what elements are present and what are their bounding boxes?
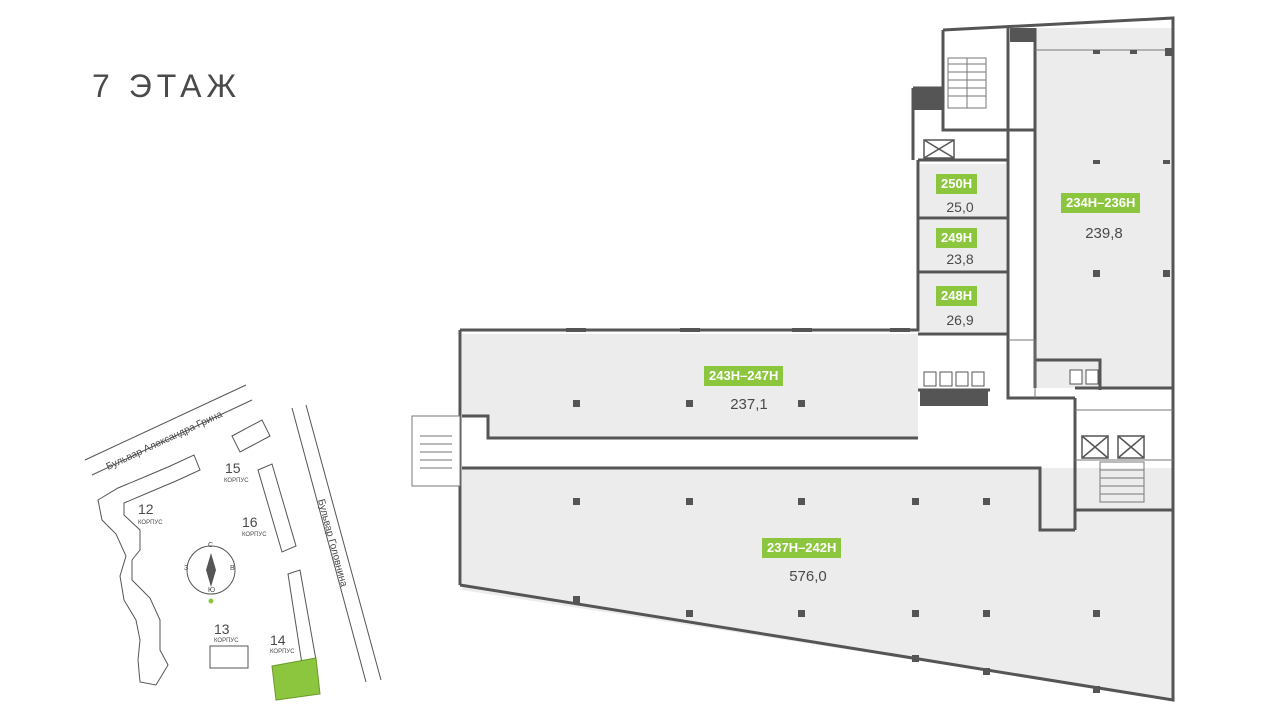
unit-area-237-242[interactable] bbox=[462, 468, 1173, 700]
compass-south: Ю bbox=[208, 587, 215, 594]
stair-east bbox=[1099, 461, 1145, 503]
building-13-number: 13 bbox=[214, 621, 230, 637]
building-16-outline[interactable] bbox=[257, 463, 297, 553]
floor-title: 7 ЭТАЖ bbox=[92, 68, 242, 104]
columns bbox=[573, 50, 1170, 693]
elevators bbox=[923, 139, 1145, 459]
unit-label-248[interactable]: 248Н bbox=[936, 286, 978, 306]
unit-area-text-250: 25,0 bbox=[946, 199, 974, 215]
unit-area-243-247[interactable] bbox=[462, 334, 918, 438]
unit-label-243-247[interactable]: 243Н–247Н bbox=[704, 366, 784, 386]
unit-label-249[interactable]: 249Н bbox=[936, 228, 978, 248]
toilets bbox=[923, 369, 1099, 387]
unit-label-250[interactable]: 250Н bbox=[936, 174, 978, 194]
building-13-outline[interactable] bbox=[209, 645, 249, 669]
unit-label-237-242[interactable]: 237Н–242Н bbox=[762, 538, 842, 558]
building-15-number: 15 bbox=[225, 460, 241, 476]
stair-west bbox=[411, 415, 461, 487]
building-14-highlight[interactable] bbox=[271, 657, 321, 701]
building-14-caption: КОРПУС bbox=[270, 649, 295, 655]
building-12-outline[interactable] bbox=[97, 454, 201, 686]
building-15-outline[interactable] bbox=[231, 419, 271, 453]
unit-area-text-237-242: 576,0 bbox=[789, 568, 827, 585]
compass-icon bbox=[186, 545, 236, 604]
compass-north: С bbox=[208, 542, 213, 549]
street-label-grina: Бульвар Александра Грина bbox=[105, 409, 225, 473]
unit-area-text-243-247: 237,1 bbox=[730, 396, 768, 413]
compass-east: В bbox=[230, 565, 235, 572]
building-12-caption: КОРПУС bbox=[138, 520, 163, 526]
site-map: Бульвар Александра Грина Бульвар Головни… bbox=[84, 384, 382, 701]
unit-area-text-234-236: 239,8 bbox=[1085, 225, 1123, 242]
unit-area-text-249: 23,8 bbox=[946, 251, 974, 267]
building-14-number: 14 bbox=[270, 632, 286, 648]
room-fills bbox=[462, 28, 1173, 700]
building-16-caption: КОРПУС bbox=[242, 532, 267, 538]
inner-lines bbox=[1008, 49, 1173, 461]
unit-label-234-236[interactable]: 234Н–236Н bbox=[1061, 193, 1141, 213]
building-16-number: 16 bbox=[242, 514, 258, 530]
building-12-number: 12 bbox=[138, 501, 154, 517]
compass-west: З bbox=[184, 565, 188, 572]
building-15-caption: КОРПУС bbox=[224, 478, 249, 484]
building-13-caption: КОРПУС bbox=[214, 638, 239, 644]
unit-area-text-248: 26,9 bbox=[946, 312, 974, 328]
wall-blocks bbox=[913, 28, 1173, 406]
stair-north bbox=[947, 57, 987, 109]
